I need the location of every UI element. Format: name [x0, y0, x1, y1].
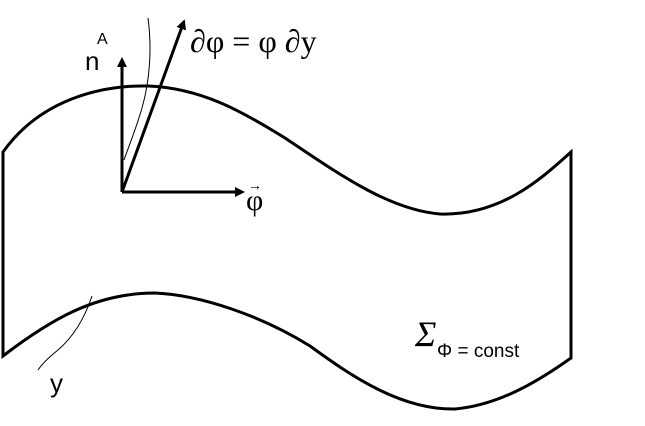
- surface-subscript: Φ = const: [437, 341, 520, 362]
- curve-y-upper: [123, 17, 151, 161]
- normal-letter-label: n: [85, 46, 99, 76]
- vector-arrow-mark: →: [248, 179, 262, 194]
- normal-index-label: A: [97, 31, 108, 48]
- curve-y-label: y: [50, 368, 63, 398]
- phi-vector-label: φ: [246, 184, 263, 217]
- surface-outline: [1, 84, 573, 411]
- curve-y-lower: [37, 295, 93, 371]
- deformation-vector-arrow: [120, 19, 186, 193]
- equation-label: ∂φ = φ ∂y: [190, 23, 317, 59]
- surface-symbol: Σ: [414, 314, 436, 354]
